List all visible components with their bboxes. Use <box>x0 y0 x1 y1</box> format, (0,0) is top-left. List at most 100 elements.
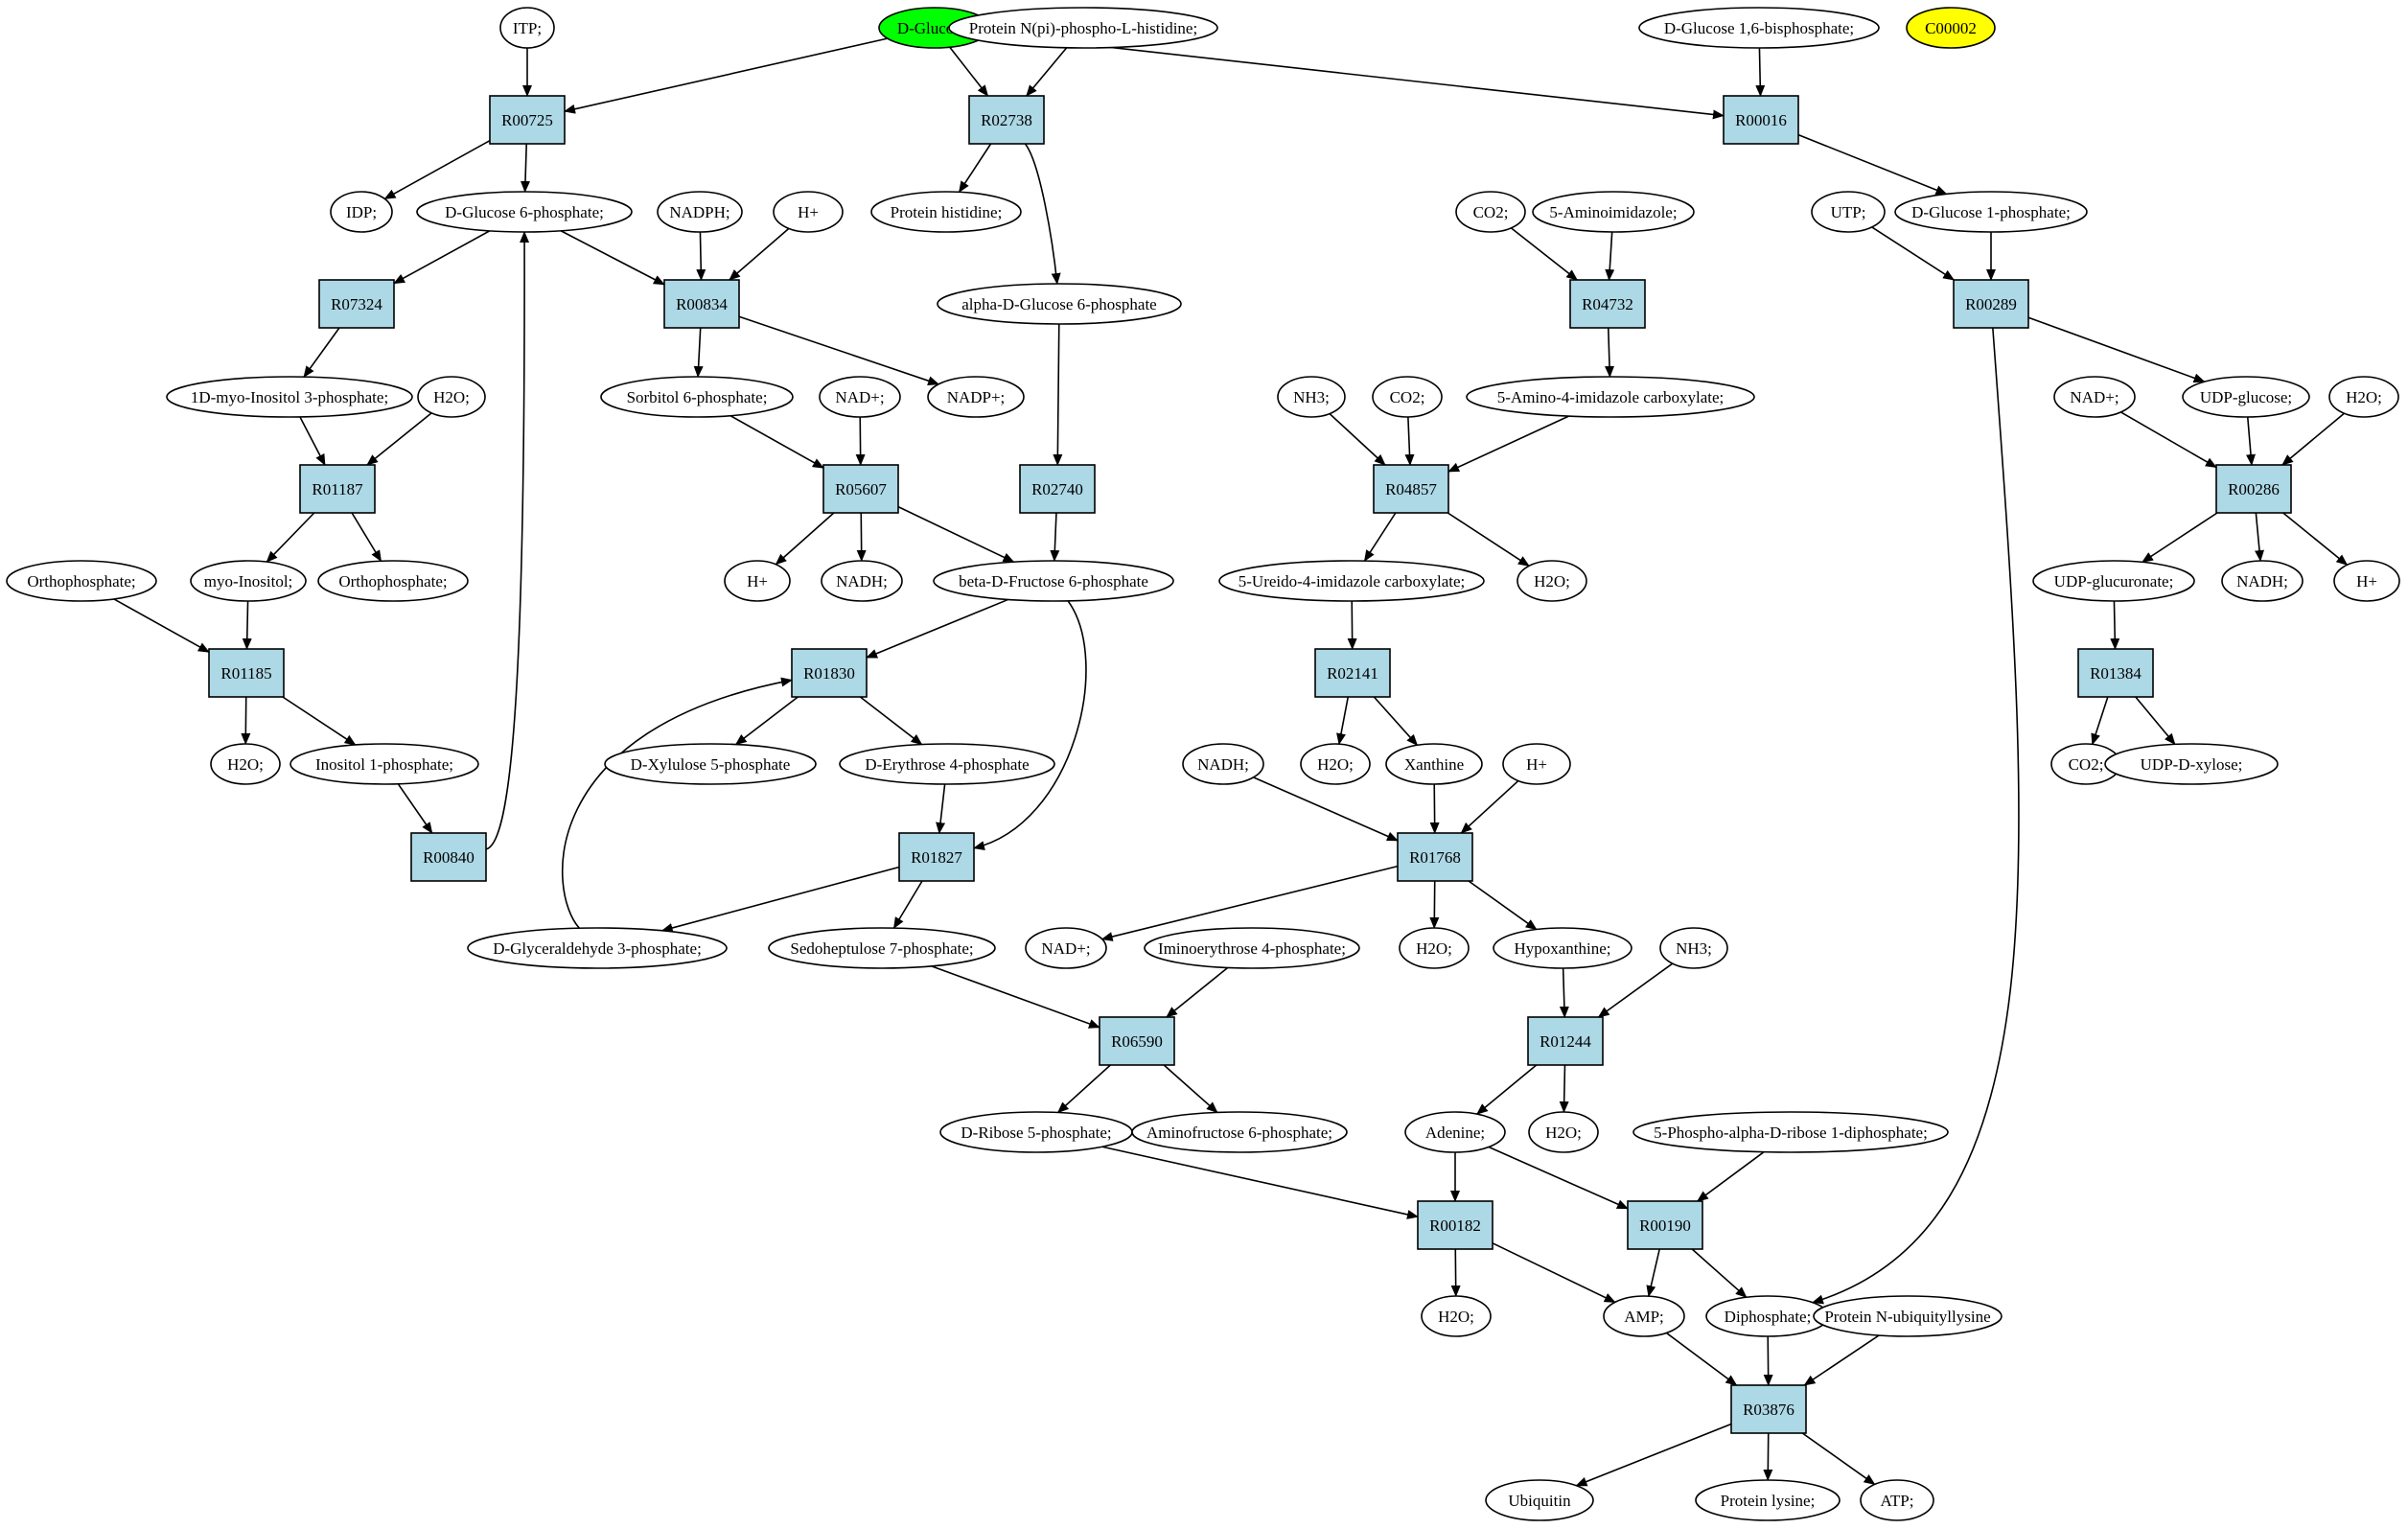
reaction-node-r00834[interactable]: R00834 <box>663 279 740 329</box>
compound-node-c00002[interactable]: C00002 <box>1906 7 1996 49</box>
compound-node-co2a[interactable]: CO2; <box>1455 191 1526 233</box>
reaction-node-r00286[interactable]: R00286 <box>2215 464 2292 514</box>
reaction-node-r00182[interactable]: R00182 <box>1417 1200 1493 1250</box>
compound-node-bf6p[interactable]: beta-D-Fructose 6-phosphate <box>933 560 1174 602</box>
reaction-node-r01185[interactable]: R01185 <box>208 648 285 698</box>
compound-node-s6p[interactable]: Sorbitol 6-phosphate; <box>600 376 794 418</box>
compound-node-idp[interactable]: IDP; <box>330 191 393 233</box>
reaction-node-r02738[interactable]: R02738 <box>968 95 1045 145</box>
compound-node-h2o8[interactable]: H2O; <box>1421 1295 1492 1337</box>
reaction-node-r00016[interactable]: R00016 <box>1723 95 1799 145</box>
compound-node-ortho2[interactable]: Orthophosphate; <box>317 560 469 602</box>
compound-node-ppi[interactable]: Diphosphate; <box>1705 1295 1830 1337</box>
reaction-node-r00289[interactable]: R00289 <box>1953 279 2029 329</box>
compound-ellipse <box>2328 376 2399 418</box>
compound-node-nad3[interactable]: NAD+; <box>1025 927 1107 969</box>
reaction-node-r03876[interactable]: R03876 <box>1730 1384 1807 1434</box>
reaction-node-r01827[interactable]: R01827 <box>898 832 975 882</box>
compound-node-co2c[interactable]: CO2; <box>2050 743 2121 785</box>
compound-ellipse <box>1144 927 1360 969</box>
compound-node-pnph[interactable]: Protein N(pi)-phospho-L-histidine; <box>948 7 1218 49</box>
edges <box>113 33 2349 1487</box>
reaction-node-r04732[interactable]: R04732 <box>1569 279 1646 329</box>
compound-ellipse <box>330 191 393 233</box>
edge-nh3b-to-R01244 <box>1597 962 1674 1018</box>
compound-node-g1p[interactable]: D-Glucose 1-phosphate; <box>1894 191 2088 233</box>
compound-node-h2o7[interactable]: H2O; <box>1528 1111 1599 1153</box>
compound-node-uic[interactable]: 5-Ureido-4-imidazole carboxylate; <box>1218 560 1485 602</box>
compound-node-ortho1[interactable]: Orthophosphate; <box>6 560 157 602</box>
compound-node-amp[interactable]: AMP; <box>1603 1295 1685 1337</box>
compound-node-xanthine[interactable]: Xanthine <box>1385 743 1483 785</box>
compound-node-h2o4[interactable]: H2O; <box>210 743 281 785</box>
compound-node-ag6p[interactable]: alpha-D-Glucose 6-phosphate <box>937 283 1182 325</box>
reaction-node-r01384[interactable]: R01384 <box>2077 648 2154 698</box>
compound-node-nad2[interactable]: NAD+; <box>2053 376 2136 418</box>
compound-node-nh3b[interactable]: NH3; <box>1659 927 1728 969</box>
compound-node-nadh3[interactable]: NADH; <box>1182 743 1264 785</box>
compound-node-adenine[interactable]: Adenine; <box>1404 1111 1506 1153</box>
compound-node-pnub[interactable]: Protein N-ubiquityllysine <box>1813 1295 2003 1337</box>
compound-node-af6p[interactable]: Aminofructose 6-phosphate; <box>1131 1111 1348 1153</box>
reaction-node-r02740[interactable]: R02740 <box>1019 464 1096 514</box>
compound-node-plys[interactable]: Protein lysine; <box>1695 1479 1841 1521</box>
reaction-node-r01244[interactable]: R01244 <box>1527 1016 1604 1066</box>
reaction-node-r02141[interactable]: R02141 <box>1314 648 1391 698</box>
reaction-node-r05607[interactable]: R05607 <box>822 464 899 514</box>
reaction-node-r04857[interactable]: R04857 <box>1373 464 1449 514</box>
reaction-node-r01830[interactable]: R01830 <box>791 648 868 698</box>
compound-node-nad1[interactable]: NAD+; <box>819 376 901 418</box>
reaction-node-r00190[interactable]: R00190 <box>1627 1200 1703 1250</box>
reaction-node-r01768[interactable]: R01768 <box>1397 832 1473 882</box>
compound-node-nadh2[interactable]: NADH; <box>2221 560 2304 602</box>
compound-node-h2o3[interactable]: H2O; <box>1517 560 1587 602</box>
compound-node-g6p[interactable]: D-Glucose 6-phosphate; <box>416 191 633 233</box>
compound-node-xu5p[interactable]: D-Xylulose 5-phosphate <box>604 743 817 785</box>
compound-node-udpxyl[interactable]: UDP-D-xylose; <box>2104 743 2279 785</box>
edge-R00286-to-nadh2 <box>2255 512 2264 563</box>
compound-node-aminoimid[interactable]: 5-Aminoimidazole; <box>1532 191 1695 233</box>
compound-node-h2o1[interactable]: H2O; <box>417 376 486 418</box>
reaction-node-r07324[interactable]: R07324 <box>318 279 395 329</box>
reaction-node-r00725[interactable]: R00725 <box>489 95 566 145</box>
compound-node-h2[interactable]: H+ <box>724 560 791 602</box>
compound-node-h4[interactable]: H+ <box>1502 743 1571 785</box>
compound-node-nadph[interactable]: NADPH; <box>657 191 743 233</box>
compound-node-co2b[interactable]: CO2; <box>1372 376 1443 418</box>
edge-glc-to-R00725 <box>564 37 888 114</box>
compound-node-prpp[interactable]: 5-Phospho-alpha-D-ribose 1-diphosphate; <box>1632 1111 1949 1153</box>
compound-node-gap[interactable]: D-Glyceraldehyde 3-phosphate; <box>467 927 728 969</box>
compound-node-itp[interactable]: ITP; <box>499 7 555 49</box>
compound-node-glc[interactable]: D-Glucose; <box>878 7 991 49</box>
compound-node-ie4p[interactable]: Iminoerythrose 4-phosphate; <box>1144 927 1360 969</box>
compound-node-h2o2[interactable]: H2O; <box>2328 376 2399 418</box>
compound-node-h1[interactable]: H+ <box>773 191 844 233</box>
compound-label: H2O; <box>433 388 470 406</box>
reaction-node-r01187[interactable]: R01187 <box>299 464 376 514</box>
compound-node-nh3a[interactable]: NH3; <box>1277 376 1346 418</box>
compound-node-g16bp[interactable]: D-Glucose 1,6-bisphosphate; <box>1638 7 1880 49</box>
reaction-box <box>410 832 487 882</box>
compound-node-nadh1[interactable]: NADH; <box>821 560 903 602</box>
compound-node-hypox[interactable]: Hypoxanthine; <box>1493 927 1632 969</box>
compound-node-r5p[interactable]: D-Ribose 5-phosphate; <box>939 1111 1133 1153</box>
compound-node-atp[interactable]: ATP; <box>1860 1479 1934 1521</box>
compound-node-myoino[interactable]: myo-Inositol; <box>190 560 307 602</box>
compound-node-udpg[interactable]: UDP-glucose; <box>2182 376 2310 418</box>
compound-node-mi3p[interactable]: 1D-myo-Inositol 3-phosphate; <box>166 376 413 418</box>
compound-node-i1p[interactable]: Inositol 1-phosphate; <box>289 743 479 785</box>
compound-node-h3[interactable]: H+ <box>2333 560 2400 602</box>
compound-node-ubiq[interactable]: Ubiquitin <box>1485 1479 1594 1521</box>
compound-node-aic[interactable]: 5-Amino-4-imidazole carboxylate; <box>1466 376 1755 418</box>
compound-node-udpgluc[interactable]: UDP-glucuronate; <box>2032 560 2195 602</box>
compound-node-utp[interactable]: UTP; <box>1811 191 1886 233</box>
compound-node-h2o6[interactable]: H2O; <box>1399 927 1470 969</box>
compound-ellipse <box>1385 743 1483 785</box>
compound-node-nadp[interactable]: NADP+; <box>927 376 1025 418</box>
reaction-node-r00840[interactable]: R00840 <box>410 832 487 882</box>
compound-node-h2o5[interactable]: H2O; <box>1300 743 1371 785</box>
compound-node-phis[interactable]: Protein histidine; <box>870 191 1022 233</box>
compound-node-e4p[interactable]: D-Erythrose 4-phosphate <box>839 743 1055 785</box>
reaction-node-r06590[interactable]: R06590 <box>1099 1016 1175 1066</box>
compound-node-s7p[interactable]: Sedoheptulose 7-phosphate; <box>768 927 996 969</box>
